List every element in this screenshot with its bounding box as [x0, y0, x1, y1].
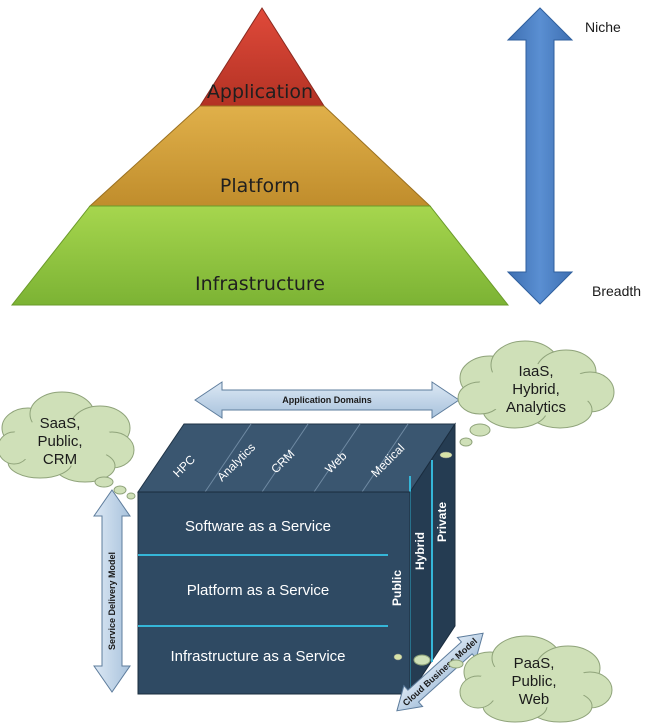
cloud-iaas-line-1: IaaS, [518, 363, 553, 380]
row-label-iaas: Infrastructure as a Service [170, 648, 345, 665]
cloud-iaas-line-3: Analytics [506, 399, 566, 416]
arrow-label-breadth: Breadth [592, 283, 641, 299]
row-label-saas: Software as a Service [185, 518, 331, 535]
cloud-iaas-line-2: Hybrid, [512, 381, 560, 398]
cloud-saas-line-3: CRM [43, 451, 77, 468]
side-label-public: Public [390, 570, 404, 606]
niche-breadth-arrow [506, 7, 574, 305]
cloud-cube: HPC Analytics CRM Web Medical Software a… [137, 422, 456, 696]
pyramid-label-platform: Platform [220, 175, 300, 197]
cube-top-dividers [204, 423, 409, 493]
cloud-saas-line-2: Public, [37, 433, 82, 450]
service-delivery-arrow: Service Delivery Model [93, 489, 131, 693]
cloud-paas-line-1: PaaS, [514, 655, 555, 672]
pyramid-label-infrastructure: Infrastructure [195, 273, 325, 295]
row-label-paas: Platform as a Service [187, 582, 330, 599]
arrow-label-application-domains: Application Domains [282, 395, 372, 405]
side-label-private: Private [435, 502, 449, 542]
cloud-paas: PaaS, Public, Web [413, 635, 613, 723]
cloud-iaas: IaaS, Hybrid, Analytics [457, 340, 615, 447]
side-label-hybrid: Hybrid [413, 532, 427, 570]
cloud-paas-line-2: Public, [511, 673, 556, 690]
cube-front-dividers [138, 554, 388, 627]
cloud-paas-line-3: Web [519, 691, 550, 708]
cube-front-face [137, 491, 411, 695]
arrow-label-service-delivery: Service Delivery Model [107, 552, 117, 650]
cloud-saas-line-1: SaaS, [40, 415, 81, 432]
pyramid-label-application: Application [207, 81, 313, 103]
arrow-label-niche: Niche [585, 19, 621, 35]
application-domains-arrow: Application Domains [194, 381, 460, 419]
pyramid: Application Platform Infrastructure [10, 7, 510, 306]
pyramid-layer-infrastructure [10, 205, 510, 306]
cloud-saas: SaaS, Public, CRM [0, 391, 136, 500]
